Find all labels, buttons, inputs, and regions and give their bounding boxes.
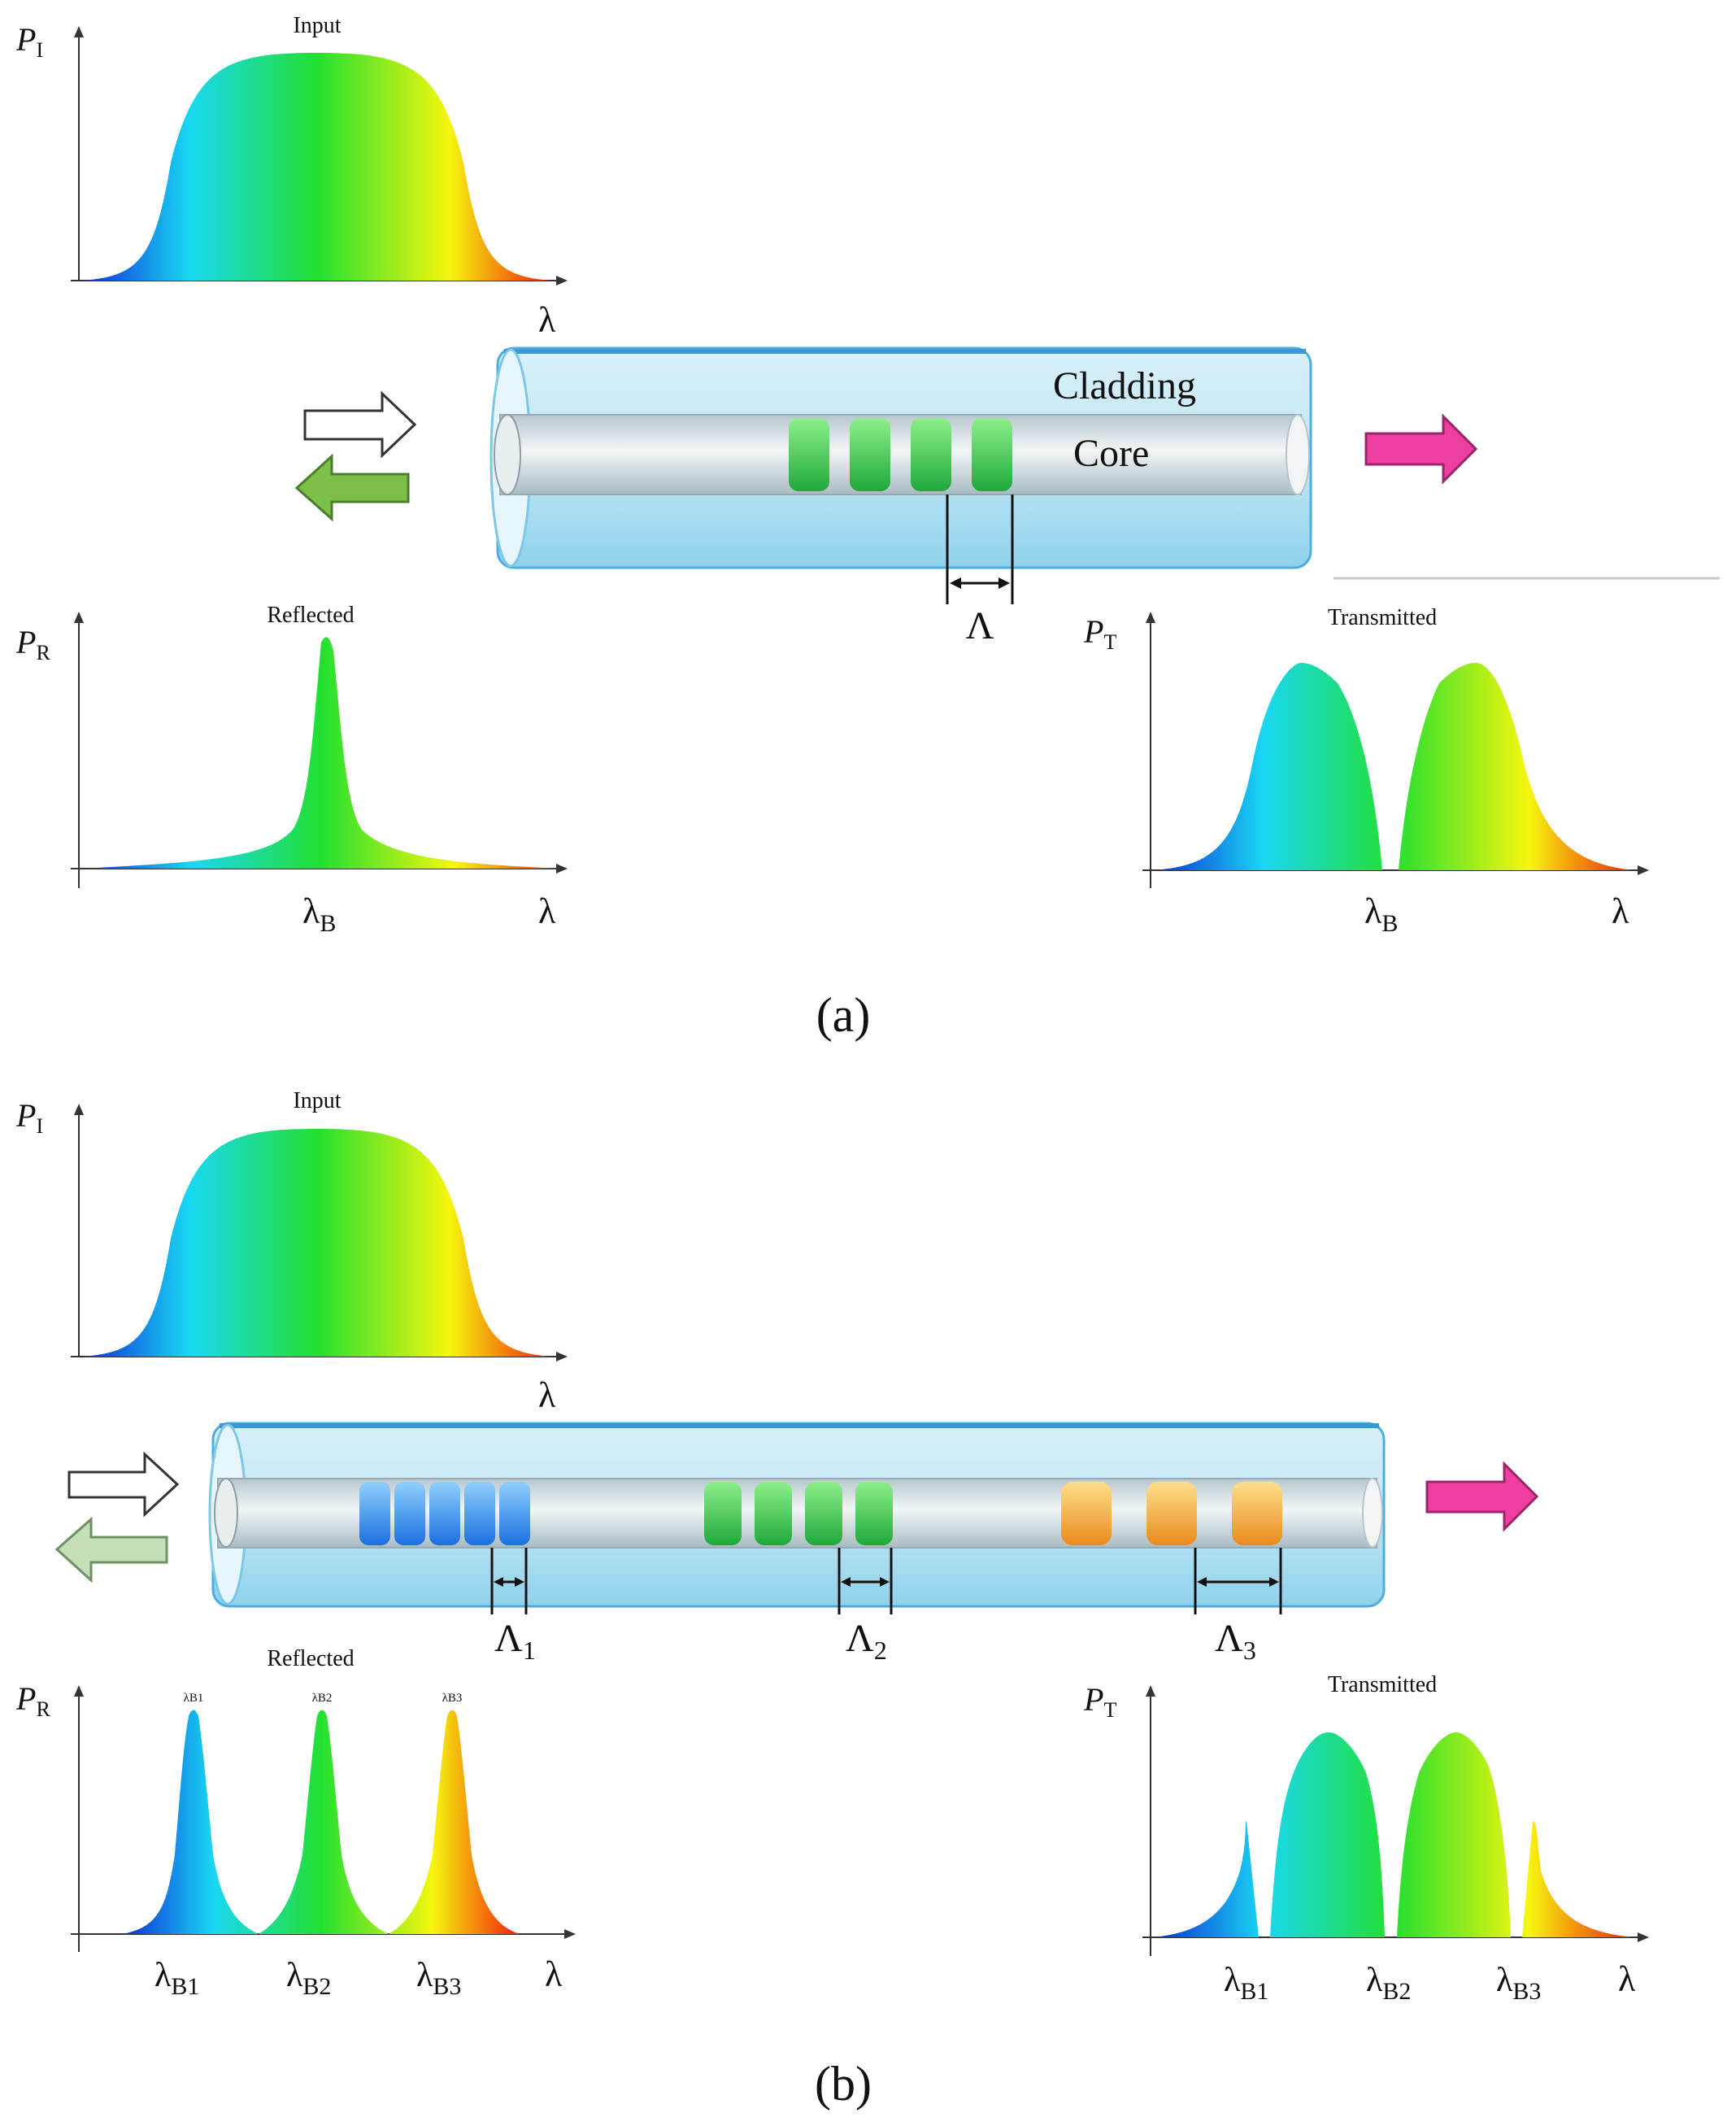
peak-label: λB	[302, 891, 336, 937]
input-arrow-icon	[303, 390, 417, 459]
peak-label: λB3	[416, 1957, 461, 2000]
peak-label: λB2	[286, 1957, 331, 2000]
x-axis-label: λ	[1618, 1959, 1636, 1999]
panel-b-reflected-plot: Reflected PR λB1 λB2 λB3 λB1 λB2 λB3 λ	[15, 1646, 576, 2000]
period-label: Λ2	[846, 1617, 887, 1665]
x-axis-label: λ	[545, 1954, 563, 1994]
grating-blue	[359, 1482, 530, 1545]
input-arrow-icon	[67, 1451, 180, 1518]
period-marker-1: Λ1	[490, 1548, 536, 1665]
transmitted-dip-curve	[1153, 663, 1634, 870]
panel-a-caption: (a)	[816, 988, 871, 1042]
reflected-peak-curve	[81, 637, 561, 869]
peak-tag: λB2	[312, 1692, 333, 1705]
reflected-title: Reflected	[267, 603, 354, 628]
dip-label: λB2	[1366, 1962, 1411, 2005]
reflect-arrow-icon	[294, 453, 410, 522]
peak-label: λB1	[154, 1957, 199, 2000]
period-marker-3: Λ3	[1194, 1548, 1282, 1665]
y-axis-label: PT	[1083, 1681, 1116, 1722]
period-marker-2: Λ2	[838, 1548, 893, 1665]
panel-a-reflected-plot: Reflected PR λB λ	[15, 603, 568, 937]
panel-a-fiber: Cladding Core Λ	[489, 346, 1720, 647]
input-title: Input	[293, 1088, 341, 1113]
x-axis-label: λ	[1612, 891, 1629, 931]
panel-b-caption: (b)	[815, 2057, 872, 2111]
reflected-title: Reflected	[267, 1646, 354, 1671]
transmitted-title: Transmitted	[1328, 605, 1437, 630]
transmit-arrow-icon	[1364, 413, 1478, 485]
period-label: Λ3	[1215, 1617, 1256, 1665]
core	[217, 1478, 1377, 1549]
dip-label: λB1	[1224, 1962, 1268, 2005]
transmitted-dips-curve	[1153, 1732, 1634, 1937]
grating-green	[704, 1482, 893, 1545]
cladding-label: Cladding	[1053, 364, 1196, 407]
peak-tag: λB3	[442, 1692, 463, 1705]
core-label: Core	[1073, 432, 1149, 475]
transmitted-title: Transmitted	[1328, 1672, 1437, 1697]
x-axis-label: λ	[538, 891, 556, 931]
input-title: Input	[293, 13, 341, 38]
dip-label: λB	[1364, 891, 1398, 937]
panel-b-input-plot: Input PI λ	[15, 1088, 568, 1415]
reflected-peaks-curve	[122, 1710, 520, 1934]
grating-green	[789, 418, 1012, 491]
y-axis-label: PI	[15, 1097, 43, 1138]
period-label: Λ	[966, 604, 994, 647]
period-label: Λ1	[494, 1617, 536, 1665]
panel-b-fiber: Λ1 Λ2 Λ3	[208, 1422, 1386, 1665]
transmit-arrow-icon	[1425, 1461, 1539, 1532]
panel-b-transmitted-plot: Transmitted PT λB1 λB2 λB3 λ	[1083, 1672, 1649, 2005]
x-axis-label: λ	[538, 300, 556, 340]
core	[499, 414, 1302, 495]
grating-orange	[1061, 1482, 1282, 1545]
y-axis-label: PR	[15, 1680, 50, 1721]
input-spectrum-curve	[81, 1129, 553, 1357]
panel-a-input-plot: Input PI λ	[15, 13, 568, 340]
peak-tag: λB1	[184, 1692, 204, 1705]
reflect-arrow-icon	[54, 1516, 168, 1584]
input-spectrum-curve	[81, 53, 553, 281]
x-axis-label: λ	[538, 1375, 556, 1415]
period-arrow-icon	[950, 577, 961, 589]
y-axis-label: PT	[1083, 613, 1116, 654]
panel-a-transmitted-plot: Transmitted PT λB λ	[1083, 605, 1649, 937]
dip-label: λB3	[1496, 1962, 1541, 2005]
y-axis-label: PI	[15, 21, 43, 62]
y-axis-label: PR	[15, 624, 50, 664]
